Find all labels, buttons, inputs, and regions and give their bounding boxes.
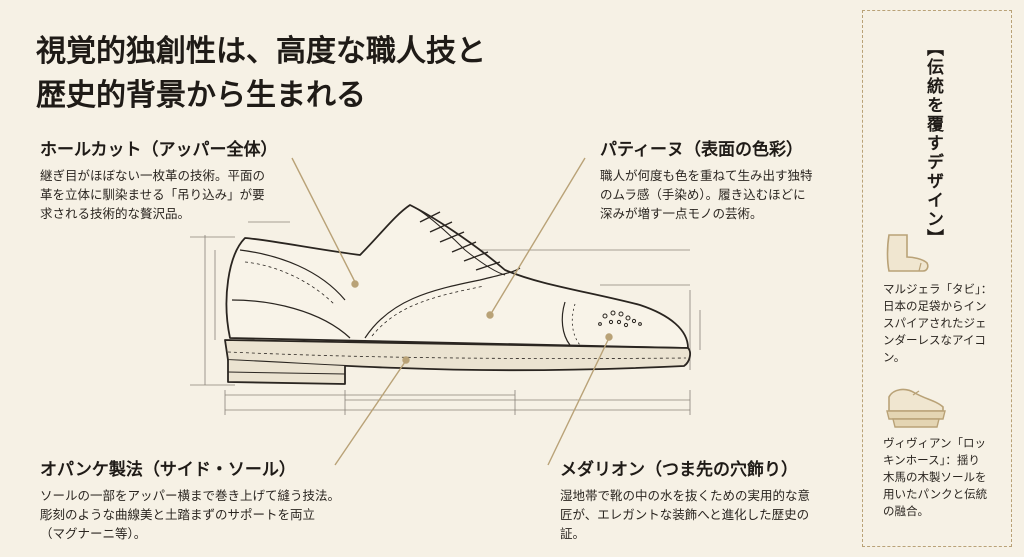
- shoe-diagram: [190, 157, 701, 466]
- callout-holecut-line: 継ぎ目がほぼない一枚革の技術。平面の: [40, 168, 266, 183]
- medallion-perforations: [598, 310, 642, 328]
- sidebar-item-line: ンダーレスなアイコ: [883, 333, 986, 347]
- sidebar-item-line: の融合。: [883, 504, 929, 518]
- callout-holecut-text: 継ぎ目がほぼない一枚革の技術。平面の 革を立体に馴染ませる「吊り込み」が要 求さ…: [40, 166, 278, 223]
- sidebar-item-line: 木馬の木製ソールを: [883, 470, 987, 484]
- sidebar-item-tabi: マルジェラ「タビ」： 日本の足袋からイン スパイアされたジェ ンダーレスなアイコ…: [883, 231, 1011, 366]
- callout-patine-line: 職人が何度も色を重ねて生み出す独特: [600, 168, 813, 183]
- page-title: 視覚的独創性は、高度な職人技と 歴史的背景から生まれる: [36, 30, 636, 118]
- callout-medallion-heading: メダリオン（つま先の穴飾り）: [560, 460, 798, 480]
- rocking-horse-shoe-icon: [886, 388, 946, 428]
- callout-patine-text: 職人が何度も色を重ねて生み出す独特 のムラ感（手染め）。履き込むほどに 深みが増…: [600, 166, 813, 223]
- sidebar-item-rocking-horse: ヴィヴィアン「ロッ キンホース」：揺り 木馬の木製ソールを 用いたパンクと伝統 …: [883, 383, 1011, 520]
- title-line-1: 視覚的独創性は、高度な職人技と: [36, 34, 486, 69]
- callout-opanke-line: ソールの一部をアッパー横まで巻き上げて縫う技法。: [40, 488, 341, 503]
- sidebar-item-line: ン。: [883, 350, 906, 364]
- sidebar-item-rocking-text: ヴィヴィアン「ロッ キンホース」：揺り 木馬の木製ソールを 用いたパンクと伝統 …: [883, 435, 1011, 520]
- callout-medallion-text: 湿地帯で靴の中の水を抜くための実用的な意 匠が、エレガントな装飾へと進化した歴史…: [560, 486, 810, 543]
- callout-opanke-heading: オパンケ製法（サイド・ソール）: [40, 460, 296, 480]
- callout-opanke-text: ソールの一部をアッパー横まで巻き上げて縫う技法。 彫刻のような曲線美と土踏まずの…: [40, 486, 340, 543]
- callout-opanke-line: 彫刻のような曲線美と土踏まずのサポートを両立: [40, 507, 316, 522]
- callout-patine-line: 深みが増す一点モノの芸術。: [600, 206, 763, 221]
- callout-holecut: ホールカット（アッパー全体） 継ぎ目がほぼない一枚革の技術。平面の 革を立体に馴…: [40, 135, 278, 223]
- callout-medallion-line: 湿地帯で靴の中の水を抜くための実用的な意: [560, 488, 811, 503]
- callout-patine-line: のムラ感（手染め）。履き込むほどに: [600, 187, 806, 202]
- laces: [409, 204, 506, 276]
- callout-holecut-line: 求される技術的な贅沢品。: [40, 206, 191, 221]
- callout-patine: パティーヌ（表面の色彩） 職人が何度も色を重ねて生み出す独特 のムラ感（手染め）…: [600, 135, 813, 223]
- sidebar-heading: 【伝統を覆すデザイン】: [923, 39, 943, 248]
- callout-holecut-heading: ホールカット（アッパー全体）: [40, 140, 278, 160]
- sidebar-item-line: ヴィヴィアン「ロッ: [883, 436, 987, 450]
- shoe-illustration: [224, 204, 691, 385]
- sidebar-item-line: スパイアされたジェ: [883, 316, 987, 330]
- sidebar-item-line: キンホース」：揺り: [883, 453, 980, 467]
- callout-holecut-line: 革を立体に馴染ませる「吊り込み」が要: [40, 187, 265, 202]
- title-line-2: 歴史的背景から生まれる: [36, 78, 366, 113]
- callout-medallion-line: 匠が、エレガントな装飾へと進化した歴史の: [560, 507, 810, 522]
- main-panel: 視覚的独創性は、高度な職人技と 歴史的背景から生まれる: [36, 30, 813, 543]
- leader-lines: [291, 157, 613, 466]
- sidebar-item-tabi-text: マルジェラ「タビ」： 日本の足袋からイン スパイアされたジェ ンダーレスなアイコ…: [883, 281, 1011, 366]
- callout-medallion-line: 証。: [560, 526, 586, 541]
- sidebar-panel: 【伝統を覆すデザイン】 マルジェラ「タビ」： 日本の足袋からイン スパイアされた…: [862, 10, 1012, 547]
- sidebar-item-line: マルジェラ「タビ」：: [883, 282, 993, 296]
- sidebar-item-line: 日本の足袋からイン: [883, 299, 987, 313]
- callout-medallion: メダリオン（つま先の穴飾り） 湿地帯で靴の中の水を抜くための実用的な意 匠が、エ…: [560, 455, 810, 543]
- sidebar-item-line: 用いたパンクと伝統: [883, 487, 988, 501]
- tabi-boot-icon: [886, 234, 929, 272]
- callout-opanke: オパンケ製法（サイド・ソール） ソールの一部をアッパー横まで巻き上げて縫う技法。…: [40, 455, 340, 543]
- callout-patine-heading: パティーヌ（表面の色彩）: [600, 140, 803, 160]
- callout-opanke-line: （マグナーニ等）。: [40, 526, 147, 541]
